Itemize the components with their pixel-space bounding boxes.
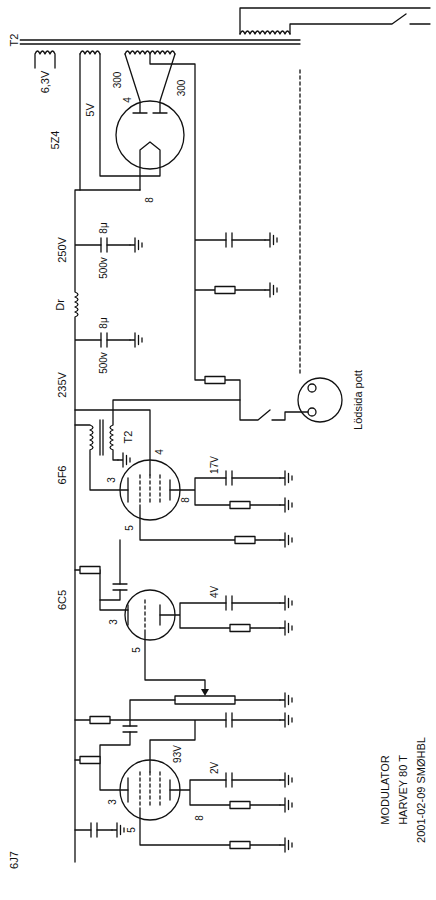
pin-number: 8: [195, 814, 205, 822]
component-value: 500v: [99, 256, 109, 280]
voltage-label: 300: [177, 79, 187, 98]
capacitor-symbol: [101, 333, 107, 347]
capacitor-symbol: [101, 238, 107, 252]
transformer-winding: [35, 31, 290, 68]
voltage-label: 300: [113, 71, 123, 90]
resistor-symbol: [230, 842, 250, 849]
voltage-label: 4V: [210, 585, 220, 599]
pin-number: 5: [127, 826, 137, 834]
ground-symbol: [280, 533, 292, 547]
voltage-label: 2V: [210, 761, 220, 775]
ground-symbol: [265, 233, 277, 247]
voltage-label: 5V: [85, 102, 96, 117]
capacitor-symbol: [113, 584, 127, 590]
capacitor-symbol: [226, 713, 232, 727]
component-value: 500v: [99, 351, 109, 375]
capacitor-symbol: [226, 773, 232, 787]
pin-number: 4: [123, 96, 133, 104]
ground-symbol: [280, 838, 292, 852]
mechanical-link: [299, 70, 300, 376]
ground-symbol: [280, 498, 292, 512]
ground-symbol: [280, 693, 292, 707]
mains-wire: [240, 8, 430, 34]
pot-lug: [308, 384, 316, 392]
pot-body: [298, 378, 342, 422]
ground-symbol: [280, 773, 292, 787]
rectifier-tube: [116, 101, 184, 169]
ground-symbol: [280, 596, 292, 610]
resistor-symbol: [230, 502, 250, 509]
wire: [100, 700, 280, 790]
tube-grids: [144, 600, 145, 630]
tube-grids: [140, 772, 160, 808]
capacitor-symbol: [226, 596, 232, 610]
note: Lödsida pott: [353, 369, 364, 431]
title-note: 2001-02-09 SMØHBL: [416, 736, 427, 844]
wire: [150, 54, 308, 420]
ground-symbol: [130, 238, 142, 252]
resistor-symbol: [80, 757, 100, 764]
pot-lug: [308, 408, 316, 416]
title-note: MODULATOR: [380, 754, 391, 825]
ground-symbol: [265, 283, 277, 297]
tube-grids: [140, 475, 160, 505]
tube-name: 5Z4: [50, 130, 61, 151]
capacitor-symbol: [226, 471, 232, 485]
capacitor-symbol: [226, 233, 232, 247]
voltage-label: 235V: [57, 371, 68, 399]
wire: [75, 720, 280, 845]
output-transformer: [75, 400, 240, 490]
component-value: 8μ: [99, 221, 109, 234]
pin-number: 3: [108, 798, 118, 806]
part-name: Dr: [55, 298, 66, 312]
ground-symbol: [280, 621, 292, 635]
b-plus-wire: [75, 190, 140, 862]
pin-number: 8: [181, 496, 191, 504]
ground-symbol: [118, 453, 130, 467]
pin-number: 5: [125, 524, 135, 532]
voltage-label: 6,3V: [40, 70, 51, 95]
voltage-label: 250V: [57, 236, 68, 264]
rectifier-electrodes: [80, 54, 175, 190]
resistor-symbol: [230, 802, 250, 809]
pin-number: 3: [107, 476, 117, 484]
pin-number: 5: [132, 646, 142, 654]
component-value: 8μ: [99, 316, 109, 329]
tube-name: 6J7: [9, 850, 20, 870]
ground-symbol: [280, 471, 292, 485]
tube-electrodes: [128, 778, 170, 802]
tube-name: 6F6: [57, 465, 68, 486]
part-name: T2: [123, 430, 134, 445]
pin-number: 4: [155, 448, 165, 456]
voltage-label: 17V: [210, 455, 220, 475]
ground-symbol: [112, 823, 124, 837]
wire: [75, 410, 280, 600]
resistor-symbol: [90, 717, 110, 724]
resistor-symbol: [230, 625, 250, 632]
resistor-symbol: [235, 537, 255, 544]
resistor-symbol: [205, 377, 225, 384]
capacitor-symbol: [91, 823, 97, 837]
tube-electrodes: [128, 605, 160, 625]
ground-symbol: [130, 333, 142, 347]
voltage-label: 93V: [173, 744, 183, 764]
title-note: HARVEY 80 T: [398, 754, 409, 826]
ground-symbol: [280, 798, 292, 812]
capacitor-symbol: [123, 726, 137, 732]
part-name: T2: [9, 33, 20, 48]
ground-symbol: [280, 713, 292, 727]
tube-electrodes: [128, 478, 170, 502]
potentiometer-symbol: [175, 696, 235, 704]
pin-number: 8: [145, 196, 155, 204]
wiper-arrow: [201, 689, 209, 696]
resistor-symbol: [215, 287, 235, 294]
resistor-symbol: [80, 567, 100, 574]
wire: [75, 570, 280, 690]
transformer-core: [20, 40, 300, 44]
pin-number: 3: [109, 618, 119, 626]
tube-name: 6C5: [57, 589, 68, 611]
